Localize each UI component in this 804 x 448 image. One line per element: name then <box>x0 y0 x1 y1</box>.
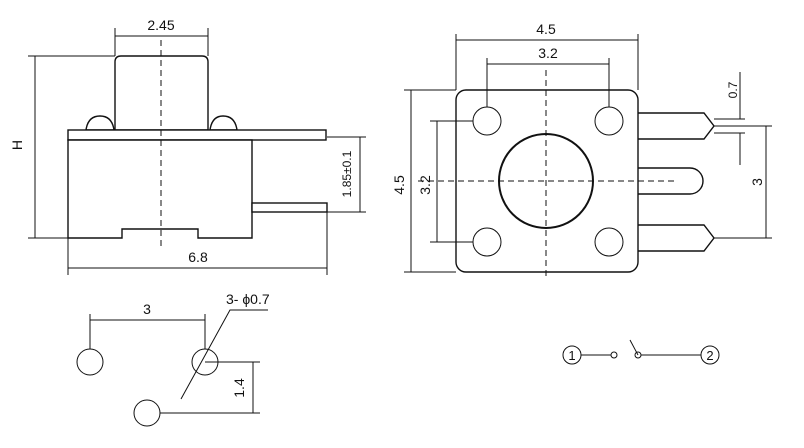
dim-footprint-offset: 1.4 <box>231 378 247 398</box>
dim-outer-width: 4.5 <box>536 21 556 37</box>
dim-pin-pitch: 3 <box>749 178 765 186</box>
terminal-1-label: 1 <box>568 348 575 363</box>
side-housing <box>67 139 253 239</box>
dim-pin-height: 1.85±0.1 <box>340 150 354 197</box>
side-dome-right <box>209 115 238 131</box>
dim-button-width: 2.45 <box>147 17 174 33</box>
switch-schematic: 1 2 <box>562 339 720 365</box>
terminal-2-circle <box>700 345 720 365</box>
side-view: 2.45 H 6.8 1.85±0.1 <box>9 17 366 275</box>
footprint-hole-left <box>76 348 104 376</box>
dim-outer-height: 4.5 <box>391 175 407 195</box>
dim-overall-width: 6.8 <box>188 249 208 265</box>
terminal-2-label: 2 <box>706 348 713 363</box>
dim-pin-thickness: 0.7 <box>726 81 740 98</box>
footprint-hole-bottom <box>133 399 161 427</box>
side-metal-plate <box>67 129 327 141</box>
dim-hole-span-y: 3.2 <box>417 175 433 195</box>
top-hole-br <box>594 227 624 257</box>
top-view: 4.5 3.2 4.5 3.2 0.7 3 <box>391 21 772 278</box>
side-pin <box>251 202 328 213</box>
dim-footprint-spacing: 3 <box>143 301 151 317</box>
dim-hole-span-x: 3.2 <box>538 45 558 61</box>
dim-height: H <box>9 140 25 150</box>
side-dome-left <box>85 115 115 131</box>
label-hole-spec: 3- ϕ0.7 <box>226 291 270 307</box>
footprint: 3 3- ϕ0.7 1.4 <box>76 291 270 427</box>
